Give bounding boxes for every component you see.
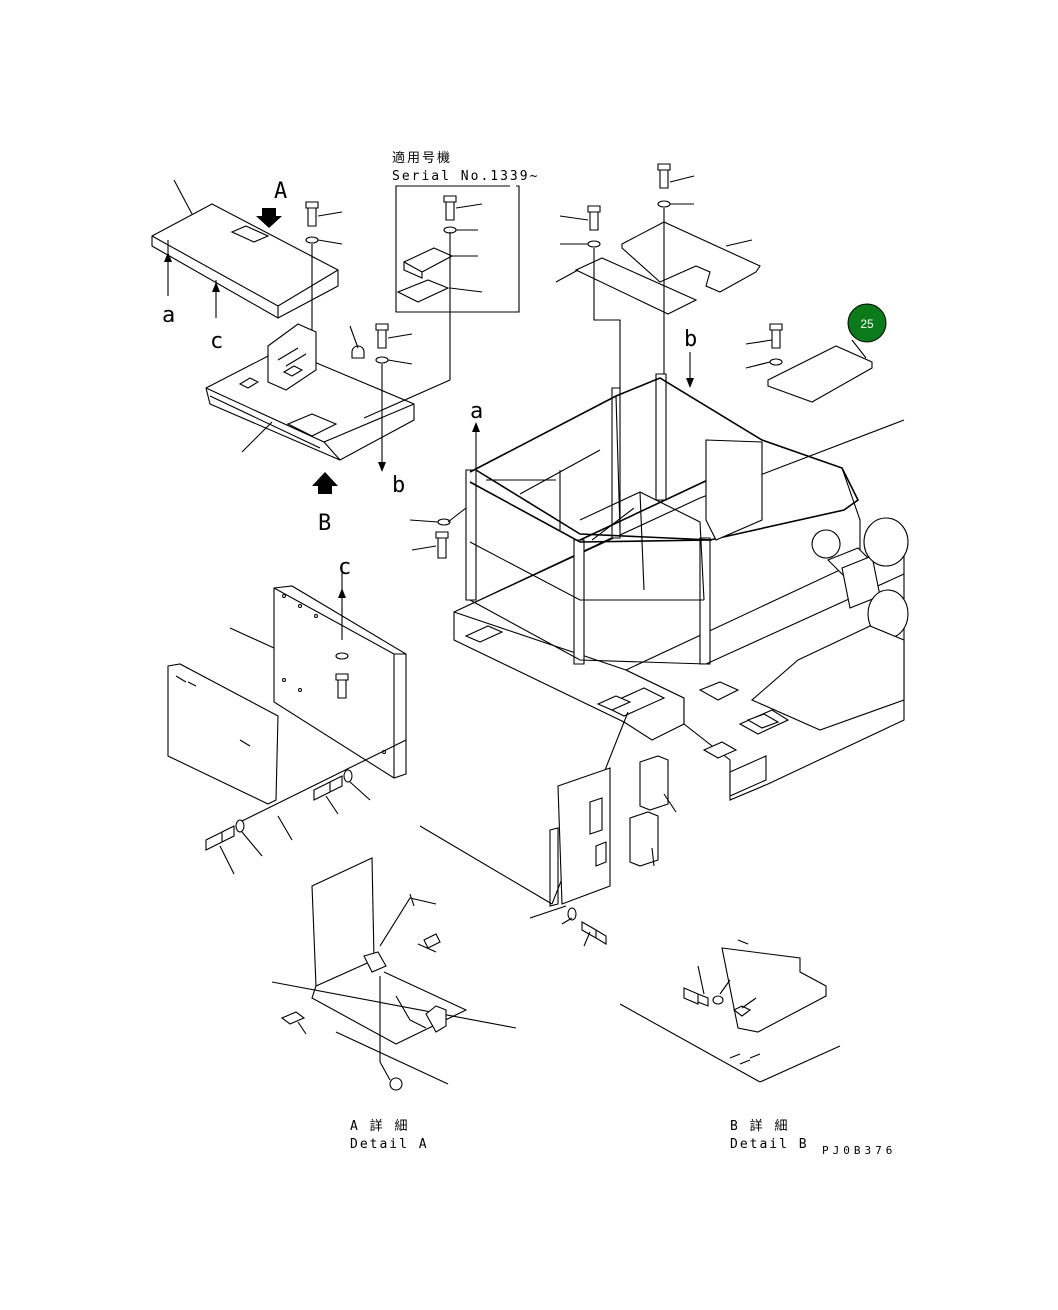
detail-a-view: A 詳 細 Detail A [271,857,517,1152]
drawing-code: PJ0B376 [822,1144,896,1157]
detail-a-knob [389,1077,403,1091]
detail-a-jp-caption: A 詳 細 [350,1118,409,1134]
top-plates [555,163,761,390]
cover-roof-window [230,225,270,243]
view-letter-a-frame: a [470,399,483,424]
detail-a-hinge [363,951,387,973]
side-cover-plate [557,767,611,905]
view-letter-b-top: b [684,327,697,352]
tray-clip [238,365,304,389]
frame-post [655,373,667,501]
bolt [657,163,671,189]
detail-a-en-caption: Detail A [350,1137,429,1152]
detail-b-en-caption: Detail B [730,1137,809,1152]
washer [375,356,389,364]
washer [305,236,319,244]
bolt [683,987,709,1007]
washer [657,200,671,208]
applicability-serial-label: Serial No.1339~ [392,169,539,184]
callout-number[interactable]: 25 [860,317,874,331]
applicability-frame [395,185,520,313]
floor-cover [698,681,780,759]
front-panel [167,663,279,805]
floor-opening [750,625,905,731]
cab-frame-structure: a [409,373,909,801]
frame-post [573,539,585,665]
bolt [423,933,441,949]
side-cover-bracket [639,755,669,811]
bolt [335,673,349,699]
detail-a-latch [425,1005,447,1033]
detail-b-jp-caption: B 詳 細 [730,1118,789,1134]
washer [235,819,245,833]
bolt [313,775,343,801]
view-letter-A: A [274,179,287,204]
frame-post [611,387,621,539]
washer [335,652,349,660]
center-side-cover [419,711,677,947]
bolt [280,1011,306,1025]
washer [587,240,601,248]
side-panels: c [167,555,407,875]
operator-console-tray: b B [205,232,451,536]
detail-b-plate [721,947,827,1033]
bolt [435,531,449,559]
washer [769,358,783,366]
bolt [375,323,389,349]
cover-roof [151,203,339,319]
view-letter-c-left: c [210,329,223,354]
callout-badge-25[interactable]: 25 [847,303,887,343]
detail-b-view: B 詳 細 Detail B [619,939,841,1152]
detail-a-panel [311,857,375,987]
console-upright [267,323,317,391]
cover-plate-25 [767,345,873,403]
bolt [587,205,601,231]
rubber-plug [351,345,365,359]
view-letter-a-left: a [162,303,175,328]
bolt [305,201,319,227]
view-letter-B: B [318,511,331,536]
bolt [769,323,783,349]
view-letter-b-mid: b [392,473,405,498]
top-plate-small [574,257,698,315]
washer [567,907,577,921]
serial-applicability-group: 適用号機 Serial No.1339~ [392,150,539,313]
side-cover-bracket [629,811,659,867]
washer [712,995,724,1005]
top-plate-large [621,221,761,293]
callout-circle[interactable] [847,303,887,343]
view-arrow-B-icon [312,472,338,494]
service-cover-parts [396,195,483,303]
cab-top-cover-plate: b [684,323,873,403]
bolt [581,921,607,945]
bolt [443,195,457,221]
gasket [396,279,450,303]
applicability-jp-label: 適用号機 [392,150,452,166]
tray-bracket [286,413,338,437]
view-arrow-A-icon [256,208,282,228]
service-cover [402,247,454,279]
detail-b-nut [732,1005,752,1017]
view-letter-c-panel: c [338,555,351,580]
frame-end-block [729,755,767,797]
operator-cover-roof: A a c [151,179,339,354]
frame-side-panel [705,439,763,541]
swing-opening [863,517,909,567]
bolt [205,825,235,851]
frame-mount [464,625,632,711]
frame-post [465,469,477,601]
washer [343,769,353,783]
